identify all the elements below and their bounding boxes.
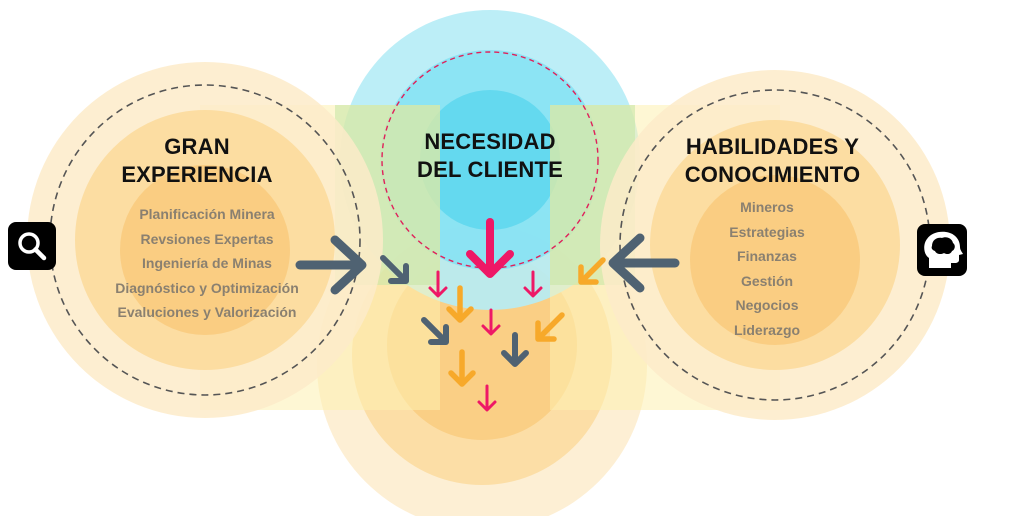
arrow-orange-1 xyxy=(446,285,474,323)
left-circle xyxy=(27,62,383,418)
arrow-pink-2 xyxy=(523,270,543,298)
left-title: GRAN EXPERIENCIA xyxy=(72,133,322,189)
left-item-4: Diagnóstico y Optimización xyxy=(115,279,299,296)
right-item-1: Mineros xyxy=(740,199,794,215)
brain-head-icon-button xyxy=(917,224,967,276)
arrow-slate-1 xyxy=(380,255,409,284)
arrow-orange-2 xyxy=(578,257,606,285)
arrow-slate-3 xyxy=(501,332,529,367)
search-icon-button xyxy=(8,222,56,270)
left-item-1: Planificación Minera xyxy=(139,206,275,222)
left-item-5: Evaluciones y Valorización xyxy=(117,304,297,320)
arrow-orange-3 xyxy=(535,312,565,342)
arrow-right-big xyxy=(608,233,680,293)
right-title-line1: HABILIDADES Y xyxy=(685,134,860,159)
left-title-line1: GRAN xyxy=(164,134,230,159)
right-title-line2: CONOCIMIENTO xyxy=(684,162,861,187)
arrow-slate-2 xyxy=(421,317,449,345)
right-item-list: Mineros Estrategias Finanzas Gestión Neg… xyxy=(692,195,842,342)
right-title: HABILIDADES Y CONOCIMIENTO xyxy=(655,133,890,189)
right-item-4: Gestión xyxy=(740,272,794,289)
arrow-pink-3 xyxy=(481,308,501,336)
center-dashed-ring xyxy=(381,51,599,269)
right-circle xyxy=(600,70,950,420)
right-item-3: Finanzas xyxy=(737,248,797,264)
right-item-6: Liderazgo xyxy=(733,321,801,338)
center-title: NECESIDAD DEL CLIENTE xyxy=(380,128,600,184)
arrow-left-big xyxy=(295,235,367,295)
center-title-line2: DEL CLIENTE xyxy=(416,157,564,182)
search-icon xyxy=(18,232,47,261)
arrow-orange-4 xyxy=(448,349,476,387)
arrow-center-big xyxy=(466,218,514,278)
right-item-2: Estrategias xyxy=(729,223,805,240)
arrow-pink-4 xyxy=(477,384,497,412)
arrow-pink-1 xyxy=(428,270,448,298)
brain-head-icon xyxy=(924,231,963,268)
left-item-list: Planificación Minera Revsiones Expertas … xyxy=(82,202,332,325)
left-item-2: Revsiones Expertas xyxy=(140,230,274,247)
left-title-line2: EXPERIENCIA xyxy=(121,162,273,187)
small-arrows xyxy=(380,255,606,412)
center-title-line1: NECESIDAD xyxy=(424,129,556,154)
left-item-3: Ingeniería de Minas xyxy=(142,255,272,271)
right-item-5: Negocios xyxy=(735,297,799,313)
